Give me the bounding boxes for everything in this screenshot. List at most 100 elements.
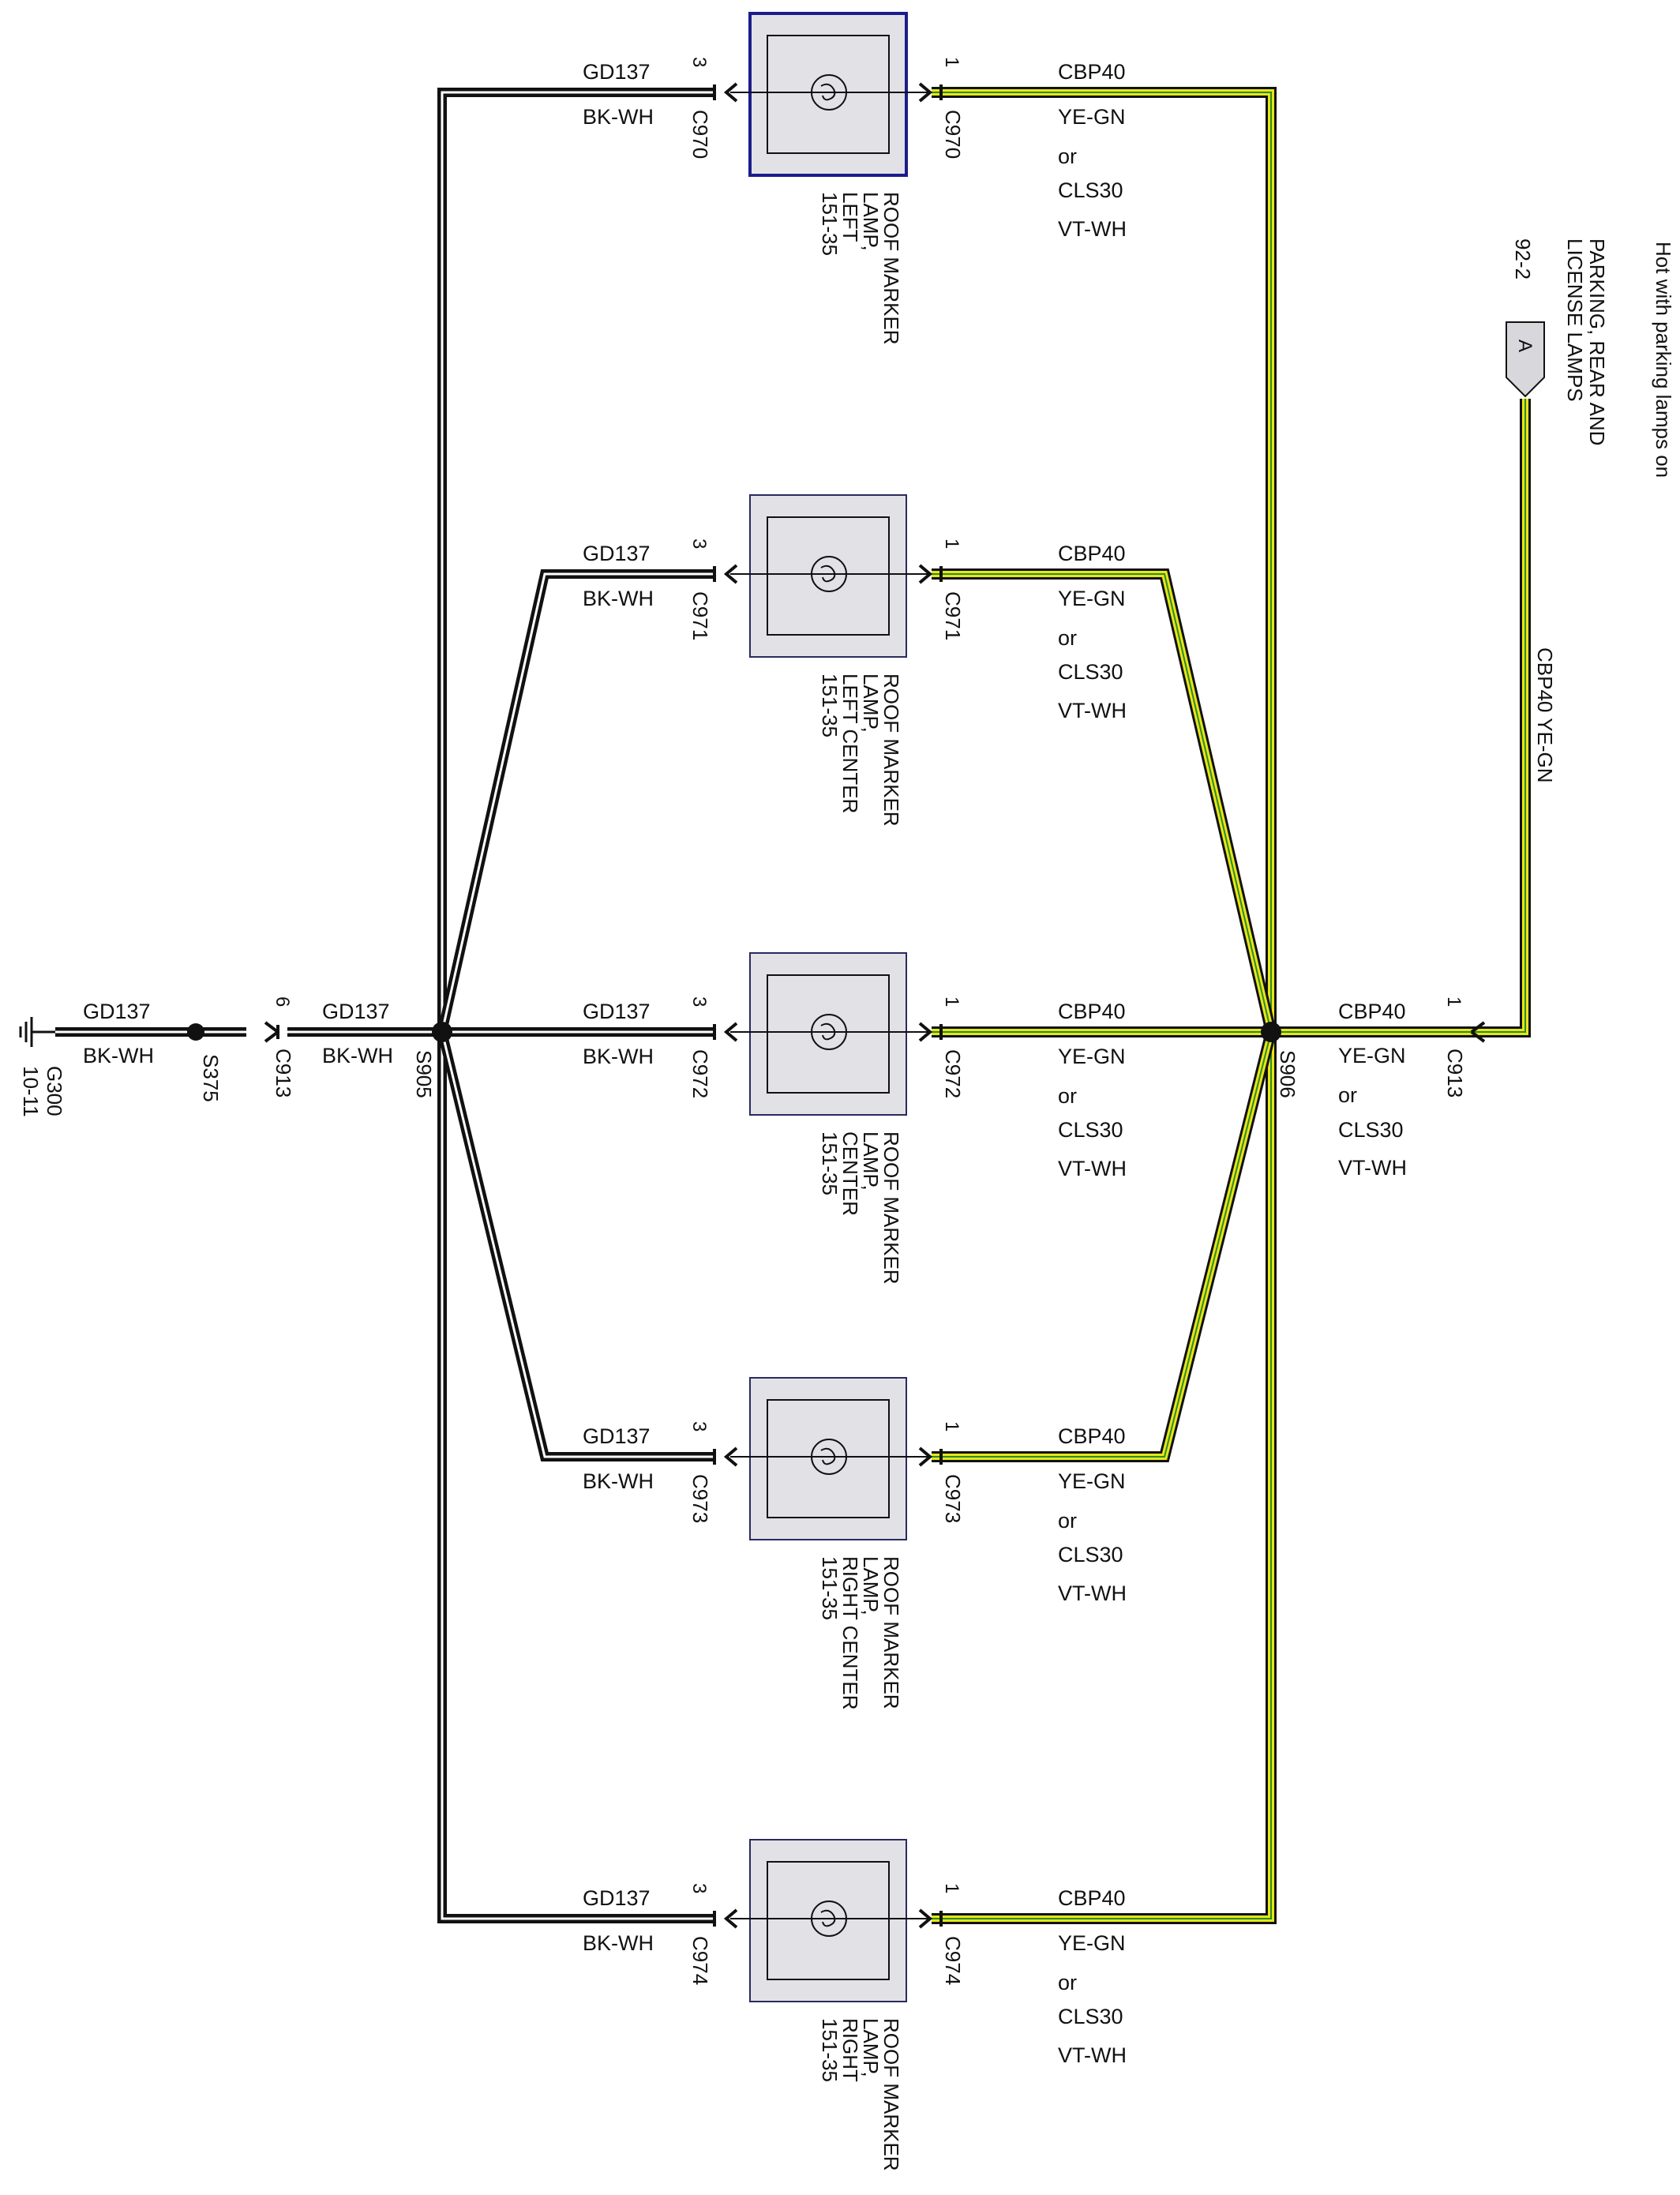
gnd-circuit-label-c974: GD137 [583, 1886, 651, 1910]
lamp-name3-c973: RIGHT CENTER [838, 1556, 862, 1710]
splice-s905 [432, 1022, 452, 1042]
lamp-name1-c972: ROOF MARKER [879, 1131, 903, 1285]
bulb-filament-c972 [820, 1022, 836, 1041]
pwr-alt-color-label-c972: VT-WH [1058, 1157, 1127, 1180]
arrow-ground-c970 [723, 82, 738, 103]
pwr-or-label-c971: or [1058, 626, 1077, 650]
seg2-color-label: BK-WH [322, 1044, 393, 1067]
gd137-wire-s905-c971 [437, 569, 714, 1034]
lamp-inner-c971 [767, 516, 890, 636]
arrow-ground-c973 [723, 1446, 738, 1467]
pwr-color-label-c973: YE-GN [1058, 1469, 1126, 1493]
lamp-name3-c971: LEFT CENTER [838, 674, 862, 813]
feed-circuit-label: CBP40 [1338, 1000, 1406, 1023]
lamp-c972: 3C9721C972GD137BK-WHCBP40YE-GNorCLS30VT-… [583, 952, 1127, 1285]
cbp40-wire-s906-c973 [932, 1030, 1277, 1462]
feed-color-label: YE-GN [1338, 1044, 1406, 1067]
gnd-color-label-c974: BK-WH [583, 1931, 654, 1955]
bulb-filament-c971 [820, 565, 836, 583]
c913-feed-pin: 1 [1443, 996, 1464, 1007]
arrow-power-c973 [918, 1446, 933, 1467]
ground-page-label: 10-11 [19, 1066, 43, 1117]
hot-note: Hot with parking lamps on [1652, 242, 1675, 478]
lamp-name2-c973: LAMP, [859, 1556, 883, 1615]
lamp-name3-c974: RIGHT [838, 2018, 862, 2082]
lamp-inner-c973 [767, 1399, 890, 1518]
feed-alt-circuit-label: CLS30 [1338, 1118, 1404, 1142]
arrow-ground-c971 [723, 564, 738, 584]
cbp40-wire-s906-c974 [932, 1032, 1277, 1924]
ground-symbol-g300 [19, 1017, 55, 1047]
lamps-layer: 3C9701C970GD137BK-WHCBP40YE-GNorCLS30VT-… [583, 12, 1127, 2171]
ground-wires [55, 88, 714, 1923]
ground-pin-c970: 3 [688, 57, 710, 67]
pwr-alt-circuit-label-c970: CLS30 [1058, 178, 1123, 202]
pwr-or-label-c970: or [1058, 144, 1077, 168]
lamp-housing-c973 [749, 1377, 907, 1540]
feed-or-label: or [1338, 1083, 1357, 1107]
feed-vertical-label: CBP40 YE-GN [1533, 647, 1557, 782]
cbp40-wire-c913-source [1476, 399, 1531, 1037]
pwr-circuit-label-c972: CBP40 [1058, 1000, 1126, 1023]
pwr-circuit-label-c973: CBP40 [1058, 1424, 1126, 1448]
lamp-page-c971: 151-35 [818, 674, 842, 737]
source-page-label: 92-2 [1511, 238, 1535, 280]
pwr-circuit-label-c970: CBP40 [1058, 60, 1126, 84]
cbp40-wire-s906-c971 [932, 568, 1277, 1034]
pwr-circuit-label-c971: CBP40 [1058, 542, 1126, 565]
lamp-c974: 3C9741C974GD137BK-WHCBP40YE-GNorCLS30VT-… [583, 1839, 1127, 2171]
gnd-color-label-c971: BK-WH [583, 587, 654, 610]
ground-connector-label-c974: C974 [688, 1936, 712, 1985]
lamp-name3-c970: LEFT [838, 192, 862, 242]
pwr-alt-color-label-c970: VT-WH [1058, 217, 1127, 241]
bulb-icon-c974 [811, 1900, 847, 1937]
cbp40-wire-s906-c970 [932, 87, 1277, 1032]
gnd-color-label-c973: BK-WH [583, 1469, 654, 1493]
lamp-c973: 3C9731C973GD137BK-WHCBP40YE-GNorCLS30VT-… [583, 1377, 1127, 1710]
bulb-filament-c973 [820, 1447, 836, 1465]
power-pin-c970: 1 [941, 57, 962, 67]
power-pin-c971: 1 [941, 538, 962, 549]
lamp-page-c972: 151-35 [818, 1131, 842, 1195]
lamp-inner-c970 [767, 35, 890, 154]
seg1-color-label: BK-WH [83, 1044, 154, 1067]
ground-pin-c971: 3 [688, 538, 710, 549]
seg1-circuit-label: GD137 [83, 1000, 151, 1023]
splice-s906-label: S906 [1276, 1050, 1299, 1098]
lamp-inner-c974 [767, 1861, 890, 1980]
lamp-page-c973: 151-35 [818, 1556, 842, 1620]
lamp-inner-c972 [767, 974, 890, 1094]
gnd-circuit-label-c973: GD137 [583, 1424, 651, 1448]
gnd-circuit-label-c971: GD137 [583, 542, 651, 565]
lamp-name1-c970: ROOF MARKER [879, 192, 903, 345]
lamp-housing-c972 [749, 952, 907, 1116]
lamp-name3-c972: CENTER [838, 1131, 862, 1216]
arrow-ground-c972 [723, 1022, 738, 1042]
source-line2-label: LICENSE LAMPS [1563, 238, 1587, 402]
lamp-name2-c971: LAMP, [859, 674, 883, 733]
power-pin-c974: 1 [941, 1883, 962, 1893]
feed-alt-color-label: VT-WH [1338, 1156, 1407, 1180]
gnd-color-label-c970: BK-WH [583, 105, 654, 129]
connector-c913-feed [1470, 1021, 1486, 1043]
ground-pin-c973: 3 [688, 1421, 710, 1431]
pwr-alt-circuit-label-c972: CLS30 [1058, 1118, 1123, 1142]
arrow-ground-c974 [723, 1908, 738, 1929]
lamp-name1-c971: ROOF MARKER [879, 674, 903, 827]
ground-connector-label-c971: C971 [688, 591, 712, 640]
pwr-alt-circuit-label-c973: CLS30 [1058, 1543, 1123, 1567]
power-pin-c973: 1 [941, 1421, 962, 1431]
pwr-circuit-label-c974: CBP40 [1058, 1886, 1126, 1910]
pwr-color-label-c974: YE-GN [1058, 1931, 1126, 1955]
pwr-or-label-c973: or [1058, 1509, 1077, 1533]
lamp-name2-c970: LAMP, [859, 192, 883, 251]
lamp-c971: 3C9711C971GD137BK-WHCBP40YE-GNorCLS30VT-… [583, 494, 1127, 827]
power-connector-label-c971: C971 [941, 591, 965, 640]
splice-s905-label: S905 [412, 1050, 436, 1098]
gnd-circuit-label-c970: GD137 [583, 60, 651, 84]
ground-name-label: G300 [43, 1066, 66, 1116]
power-pin-c972: 1 [941, 996, 962, 1007]
c913-feed-connector-label: C913 [1443, 1049, 1467, 1098]
ground-connector-label-c973: C973 [688, 1474, 712, 1523]
